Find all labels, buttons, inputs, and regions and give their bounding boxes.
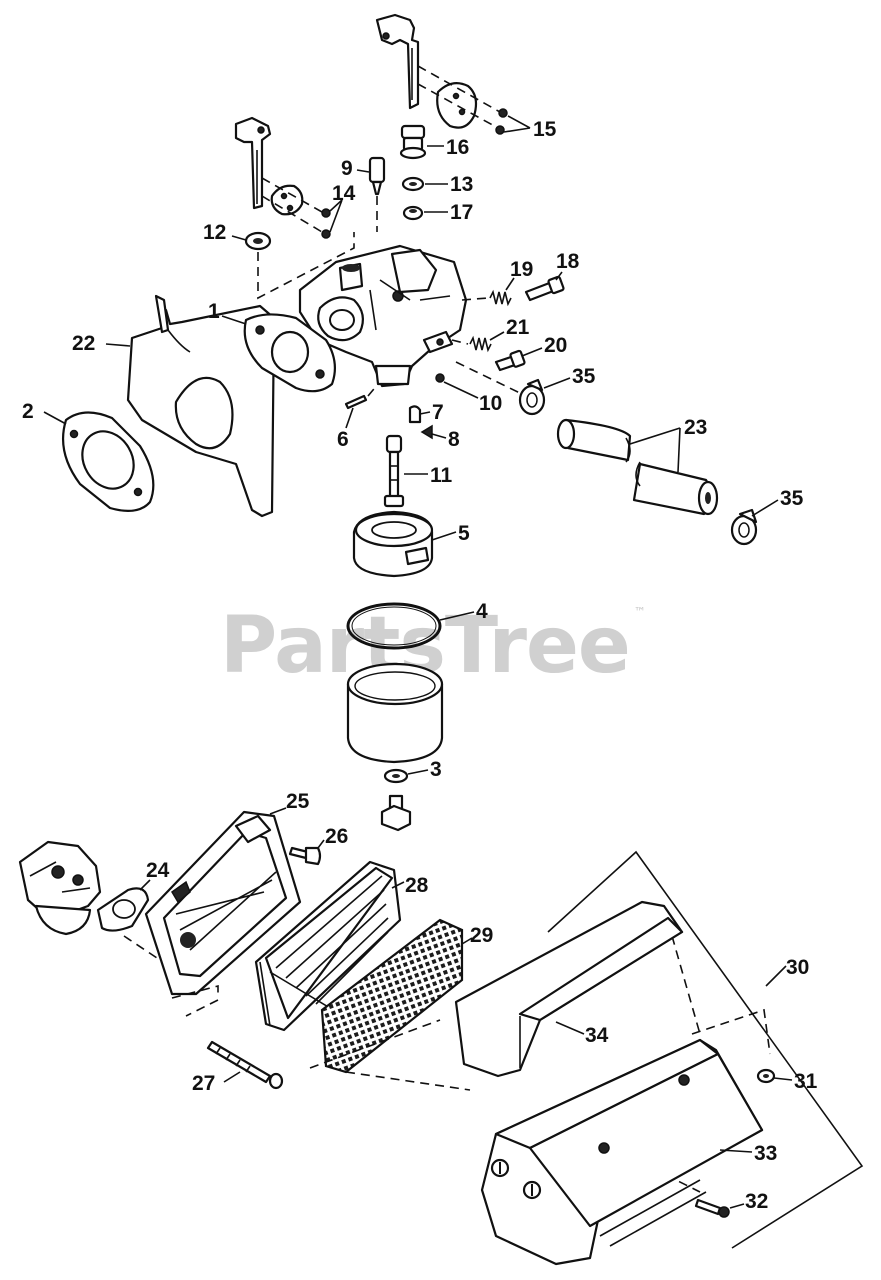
outer-cover-33-part [480, 1038, 764, 1266]
pin-6-part [344, 394, 368, 410]
callout-33: 33 [754, 1142, 777, 1165]
nut-31-part [756, 1068, 776, 1084]
callout-14: 14 [332, 182, 356, 205]
carburetor-reference-part [18, 840, 102, 936]
o-ring-4-part [346, 602, 442, 650]
callout-23: 23 [684, 416, 707, 439]
screw-27-part [206, 1040, 284, 1090]
callout-12: 12 [203, 221, 226, 244]
bowl-nut-part [380, 794, 412, 832]
throttle-shaft-part [375, 13, 420, 110]
float-bowl-part [346, 662, 444, 764]
cup-17-part [402, 205, 424, 221]
hose-clamp-upper-part [518, 378, 546, 416]
callout-16: 16 [446, 136, 469, 159]
callout-31: 31 [794, 1070, 818, 1093]
screw-14-part [321, 208, 331, 239]
screw-15-part [495, 108, 508, 135]
callout-18: 18 [556, 250, 580, 273]
pre-cleaner-mesh-29-part [320, 918, 464, 1074]
washer-12-part [244, 231, 272, 251]
callout-25: 25 [286, 790, 310, 813]
callout-4: 4 [476, 600, 488, 623]
watermark-trademark: ™ [634, 605, 646, 619]
callout-20: 20 [544, 334, 567, 357]
callout-13: 13 [450, 173, 473, 196]
float-5-part [352, 510, 434, 578]
plug-10-part [435, 373, 445, 383]
screw-32-part [694, 1198, 730, 1218]
pleated-filter-28-part [254, 860, 402, 1039]
gasket-1-part [243, 313, 337, 393]
callout-24: 24 [146, 859, 170, 882]
callout-22: 22 [72, 332, 95, 355]
tube-11-part [383, 434, 405, 508]
callout-30: 30 [786, 956, 809, 979]
throttle-plate-part [436, 81, 478, 129]
gasket-24-part [96, 887, 150, 932]
callout-11: 11 [430, 464, 453, 487]
callout-1: 1 [208, 300, 220, 323]
spring-21-part [469, 335, 492, 353]
callout-8: 8 [448, 428, 460, 451]
callout-15: 15 [533, 118, 557, 141]
needle-9-part [368, 156, 386, 196]
air-cleaner-base-25-part [144, 810, 302, 996]
callout-35a: 35 [572, 365, 596, 388]
callout-5: 5 [458, 522, 470, 545]
callout-27: 27 [192, 1072, 215, 1095]
hose-clamp-lower-part [730, 508, 758, 546]
callout-17: 17 [450, 201, 473, 224]
clip-8-part [420, 424, 433, 440]
screw-20-part [494, 349, 526, 372]
callout-28: 28 [405, 874, 429, 897]
fuel-line-23-part [556, 418, 719, 516]
callout-3: 3 [430, 758, 442, 781]
callout-10: 10 [479, 392, 502, 415]
callout-2: 2 [22, 400, 34, 423]
gasket-2-part [62, 411, 155, 513]
callout-35b: 35 [780, 487, 804, 510]
callout-6: 6 [337, 428, 349, 451]
choke-shaft-part [234, 116, 272, 210]
callout-21: 21 [506, 316, 530, 339]
pin-7-part [408, 405, 422, 424]
callout-9: 9 [341, 157, 353, 180]
callout-34: 34 [585, 1024, 609, 1047]
screw-26-part [288, 846, 322, 866]
inner-cover-34-part [454, 900, 684, 1078]
callout-29: 29 [470, 924, 493, 947]
spring-19-part [489, 289, 512, 307]
fuel-fitting-part [399, 124, 427, 160]
callout-19: 19 [510, 258, 533, 281]
screw-18-part [524, 275, 565, 302]
callout-7: 7 [432, 401, 444, 424]
carburetor-body-part [298, 244, 468, 388]
choke-plate-part [270, 184, 304, 216]
gasket-22-part [126, 294, 276, 518]
callout-26: 26 [325, 825, 348, 848]
washer-3-part [383, 768, 409, 784]
callout-32: 32 [745, 1190, 768, 1213]
